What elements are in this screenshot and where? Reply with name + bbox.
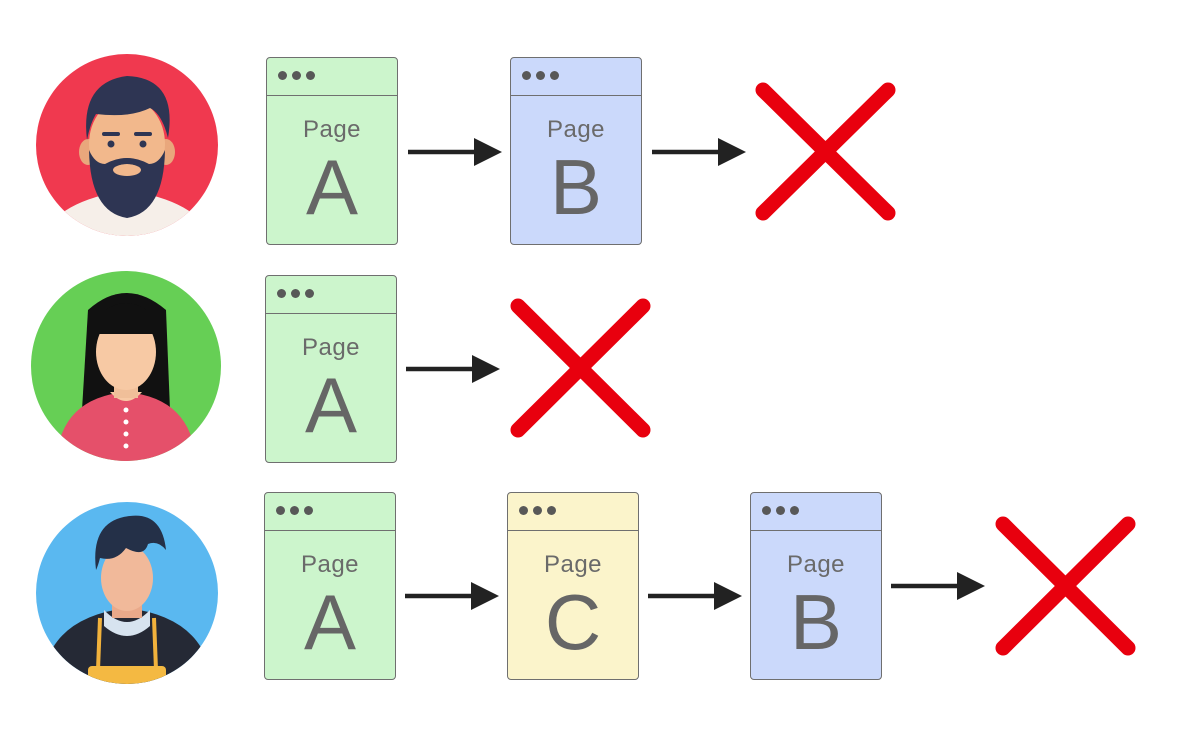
window-dot-icon xyxy=(306,71,315,80)
window-dot-icon xyxy=(305,289,314,298)
arrow-icon xyxy=(891,572,985,600)
window-title-bar xyxy=(267,58,397,96)
window-dot-icon xyxy=(519,506,528,515)
window-dot-icon xyxy=(790,506,799,515)
window-dot-icon xyxy=(278,71,287,80)
window-title-bar xyxy=(265,493,395,531)
window-dot-icon xyxy=(547,506,556,515)
page-letter: B xyxy=(789,578,843,666)
page-label: Page xyxy=(301,334,361,361)
arrow-icon xyxy=(408,138,502,166)
page-letter: B xyxy=(549,143,603,231)
window-dot-icon xyxy=(776,506,785,515)
window-title-bar xyxy=(511,58,641,96)
window-dot-icon xyxy=(292,71,301,80)
page-letter: A xyxy=(304,361,358,449)
window-title-bar xyxy=(266,276,396,314)
window-title-bar xyxy=(508,493,638,531)
arrow-icon xyxy=(405,582,499,610)
page-card: Page C xyxy=(507,492,639,680)
page-card: Page B xyxy=(510,57,642,245)
page-label: Page xyxy=(302,116,362,143)
woman-avatar-icon xyxy=(31,271,221,461)
page-letter: C xyxy=(544,578,602,666)
window-dot-icon xyxy=(522,71,531,80)
window-dot-icon xyxy=(550,71,559,80)
page-label: Page xyxy=(300,551,360,578)
page-label: Page xyxy=(546,116,606,143)
page-card: Page B xyxy=(750,492,882,680)
cross-icon xyxy=(510,298,651,438)
window-dot-icon xyxy=(533,506,542,515)
cross-icon xyxy=(995,516,1136,656)
cross-icon xyxy=(755,82,896,221)
window-dot-icon xyxy=(304,506,313,515)
arrow-icon xyxy=(648,582,742,610)
page-letter: A xyxy=(303,578,357,666)
arrow-icon xyxy=(652,138,746,166)
page-card: Page A xyxy=(266,57,398,245)
hooded-man-avatar-icon xyxy=(36,502,218,684)
window-dot-icon xyxy=(536,71,545,80)
page-label: Page xyxy=(786,551,846,578)
page-card: Page A xyxy=(264,492,396,680)
window-dot-icon xyxy=(276,506,285,515)
window-dot-icon xyxy=(291,289,300,298)
arrow-icon xyxy=(406,355,500,383)
window-dot-icon xyxy=(277,289,286,298)
window-title-bar xyxy=(751,493,881,531)
page-letter: A xyxy=(305,143,359,231)
window-dot-icon xyxy=(762,506,771,515)
window-dot-icon xyxy=(290,506,299,515)
page-card: Page A xyxy=(265,275,397,463)
bearded-man-avatar-icon xyxy=(36,54,218,236)
page-label: Page xyxy=(543,551,603,578)
